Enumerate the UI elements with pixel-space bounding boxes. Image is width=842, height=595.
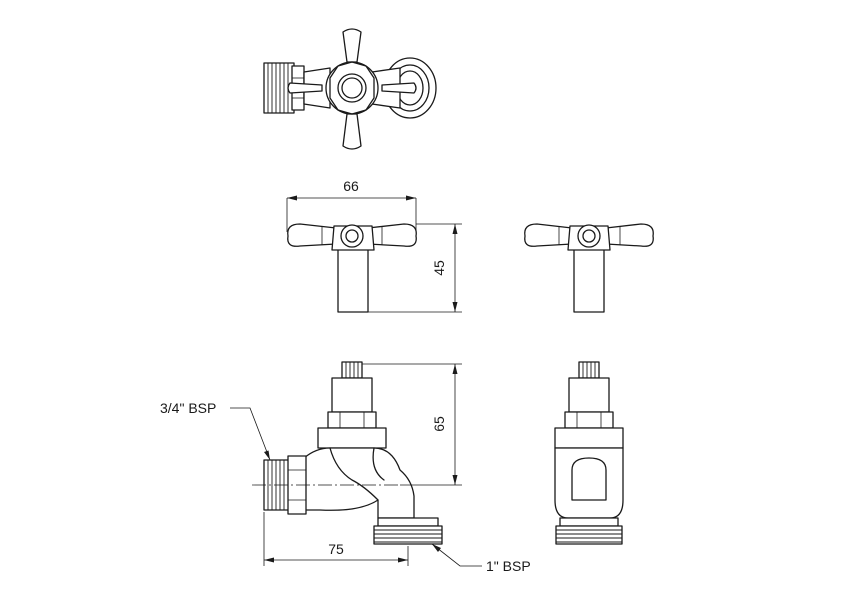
tap-front-view	[252, 361, 443, 545]
leader-outlet-bsp: 1" BSP	[431, 543, 531, 574]
dimension-label-75: 75	[328, 541, 344, 557]
handle-side-view	[524, 223, 654, 313]
label-inlet-bsp: 3/4" BSP	[160, 400, 216, 416]
handle-front-view	[287, 223, 417, 313]
dimension-label-66: 66	[343, 178, 359, 194]
top-view	[263, 28, 437, 150]
dimension-66: 66	[286, 178, 417, 232]
leader-inlet-bsp: 3/4" BSP	[160, 400, 271, 461]
tap-side-view	[554, 361, 624, 545]
dimension-65: 65	[362, 363, 462, 486]
dimension-45: 45	[368, 223, 462, 313]
dimension-label-65: 65	[431, 416, 447, 432]
dimension-75: 75	[263, 512, 409, 566]
label-outlet-bsp: 1" BSP	[486, 558, 531, 574]
dimension-label-45: 45	[431, 260, 447, 276]
